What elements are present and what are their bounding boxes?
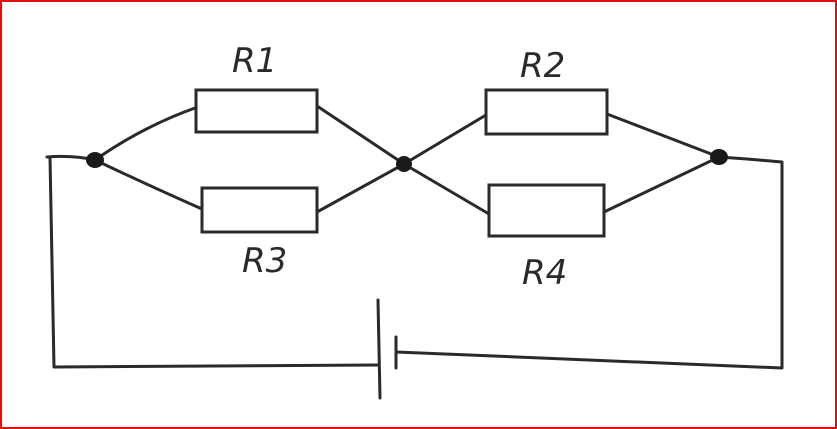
label-r3: R3 [242,241,287,281]
wire-r3-center [315,162,406,214]
wire-node-left-r1 [93,106,197,162]
wire-node-left-r3 [93,158,204,211]
node-center [396,156,412,172]
wire-r4-node-right [602,155,721,214]
label-r4: R4 [522,253,567,293]
resistor-r2 [484,88,609,136]
wire-center-r4 [402,162,491,216]
wire-center-r2 [402,113,488,166]
wire-right-loop [394,155,784,370]
battery-long-plate [376,298,382,400]
label-r2: R2 [520,46,565,86]
wire-r1-center [315,104,406,166]
resistor-r4 [487,183,606,238]
node-right [710,149,728,165]
label-r1: R1 [232,41,277,81]
resistor-r1 [194,88,319,134]
resistor-r3 [200,186,319,234]
node-left [86,152,104,168]
wire-r2-node-right [605,112,721,159]
